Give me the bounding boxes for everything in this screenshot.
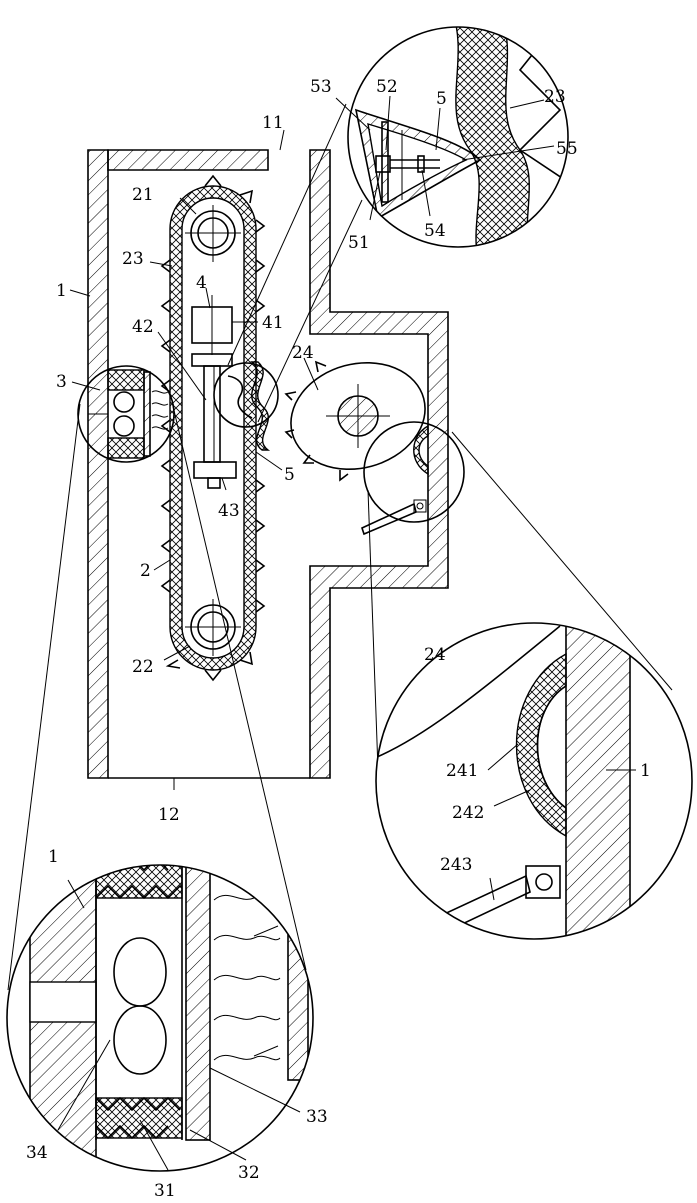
label-23: 23 <box>122 249 144 269</box>
label-43: 43 <box>218 501 240 521</box>
label-52: 52 <box>376 77 398 97</box>
label-53: 53 <box>310 77 332 97</box>
label-4: 4 <box>196 273 207 293</box>
label-5-detail: 5 <box>436 89 447 109</box>
label-55: 55 <box>556 139 578 159</box>
label-5: 5 <box>284 465 295 485</box>
label-243: 243 <box>440 855 472 875</box>
label-3: 3 <box>56 372 67 392</box>
detail-top <box>348 10 580 260</box>
label-54: 54 <box>424 221 446 241</box>
label-1-detail-bottom: 1 <box>48 847 59 867</box>
label-33: 33 <box>306 1107 328 1127</box>
label-24-detail: 24 <box>424 645 446 665</box>
label-1: 1 <box>56 281 67 301</box>
label-242: 242 <box>452 803 484 823</box>
label-23-detail: 23 <box>544 87 566 107</box>
label-22: 22 <box>132 657 154 677</box>
label-1-detail-right: 1 <box>640 761 651 781</box>
label-42: 42 <box>132 317 154 337</box>
detail-bottom <box>7 858 313 1180</box>
label-51: 51 <box>348 233 370 253</box>
label-2: 2 <box>140 561 151 581</box>
label-24: 24 <box>292 343 314 363</box>
label-41: 41 <box>262 313 284 333</box>
toothed-wheel <box>279 348 437 484</box>
label-34: 34 <box>26 1143 48 1163</box>
detail-right <box>370 620 692 944</box>
label-21: 21 <box>132 185 154 205</box>
label-12: 12 <box>158 805 180 825</box>
label-32: 32 <box>238 1163 260 1183</box>
label-241: 241 <box>446 761 478 781</box>
label-31: 31 <box>154 1181 176 1201</box>
housing <box>88 150 448 778</box>
label-11: 11 <box>262 113 284 133</box>
